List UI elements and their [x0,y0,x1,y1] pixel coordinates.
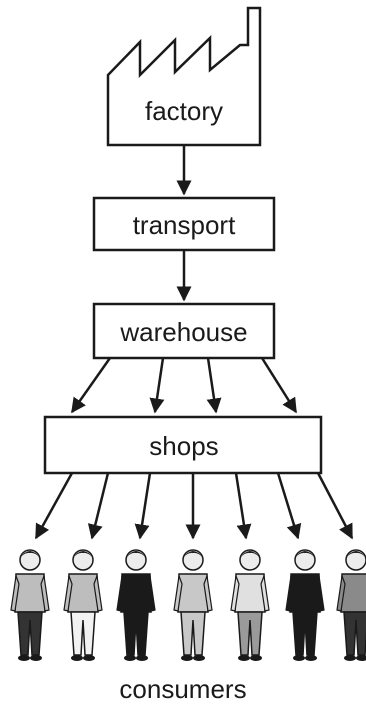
woman-dark-dress-icon [285,549,325,661]
edge-warehouse-shops-4 [260,357,298,414]
transport-box [92,196,276,252]
woman-skirt-icon [63,549,103,661]
man-turban-icon [230,549,270,661]
edge-warehouse-shops-3 [206,357,222,414]
consumers-caption: consumers [119,674,246,704]
transport-node: transport [92,196,276,252]
warehouse-box [92,302,276,360]
edge-shops-consumer-6 [276,472,302,540]
man-beard-icon [10,549,50,661]
shops-box [43,415,323,475]
edge-shops-consumer-1 [34,472,74,540]
factory-label: factory [145,96,223,126]
edge-shops-consumer-7 [316,472,354,540]
edge-shops-consumer-3 [134,472,152,540]
edges-shops-consumers [34,472,354,540]
warehouse-label: warehouse [119,317,247,347]
factory-node: factory [106,6,262,147]
edge-warehouse-shops-2 [149,357,165,414]
woman-dress-icon [173,549,213,661]
edge-warehouse-shops-1 [70,357,112,414]
man-suit-icon [116,549,156,661]
edges-warehouse-shops [70,357,298,414]
edge-shops-consumer-5 [234,472,252,540]
warehouse-node: warehouse [92,302,276,360]
consumers-row [10,549,366,661]
edge-shops-consumer-2 [87,472,110,540]
transport-label: transport [133,210,236,240]
shops-label: shops [149,431,218,461]
man-beard-icon-2 [336,549,366,661]
shops-node: shops [43,415,323,475]
factory-building-icon [106,6,262,147]
